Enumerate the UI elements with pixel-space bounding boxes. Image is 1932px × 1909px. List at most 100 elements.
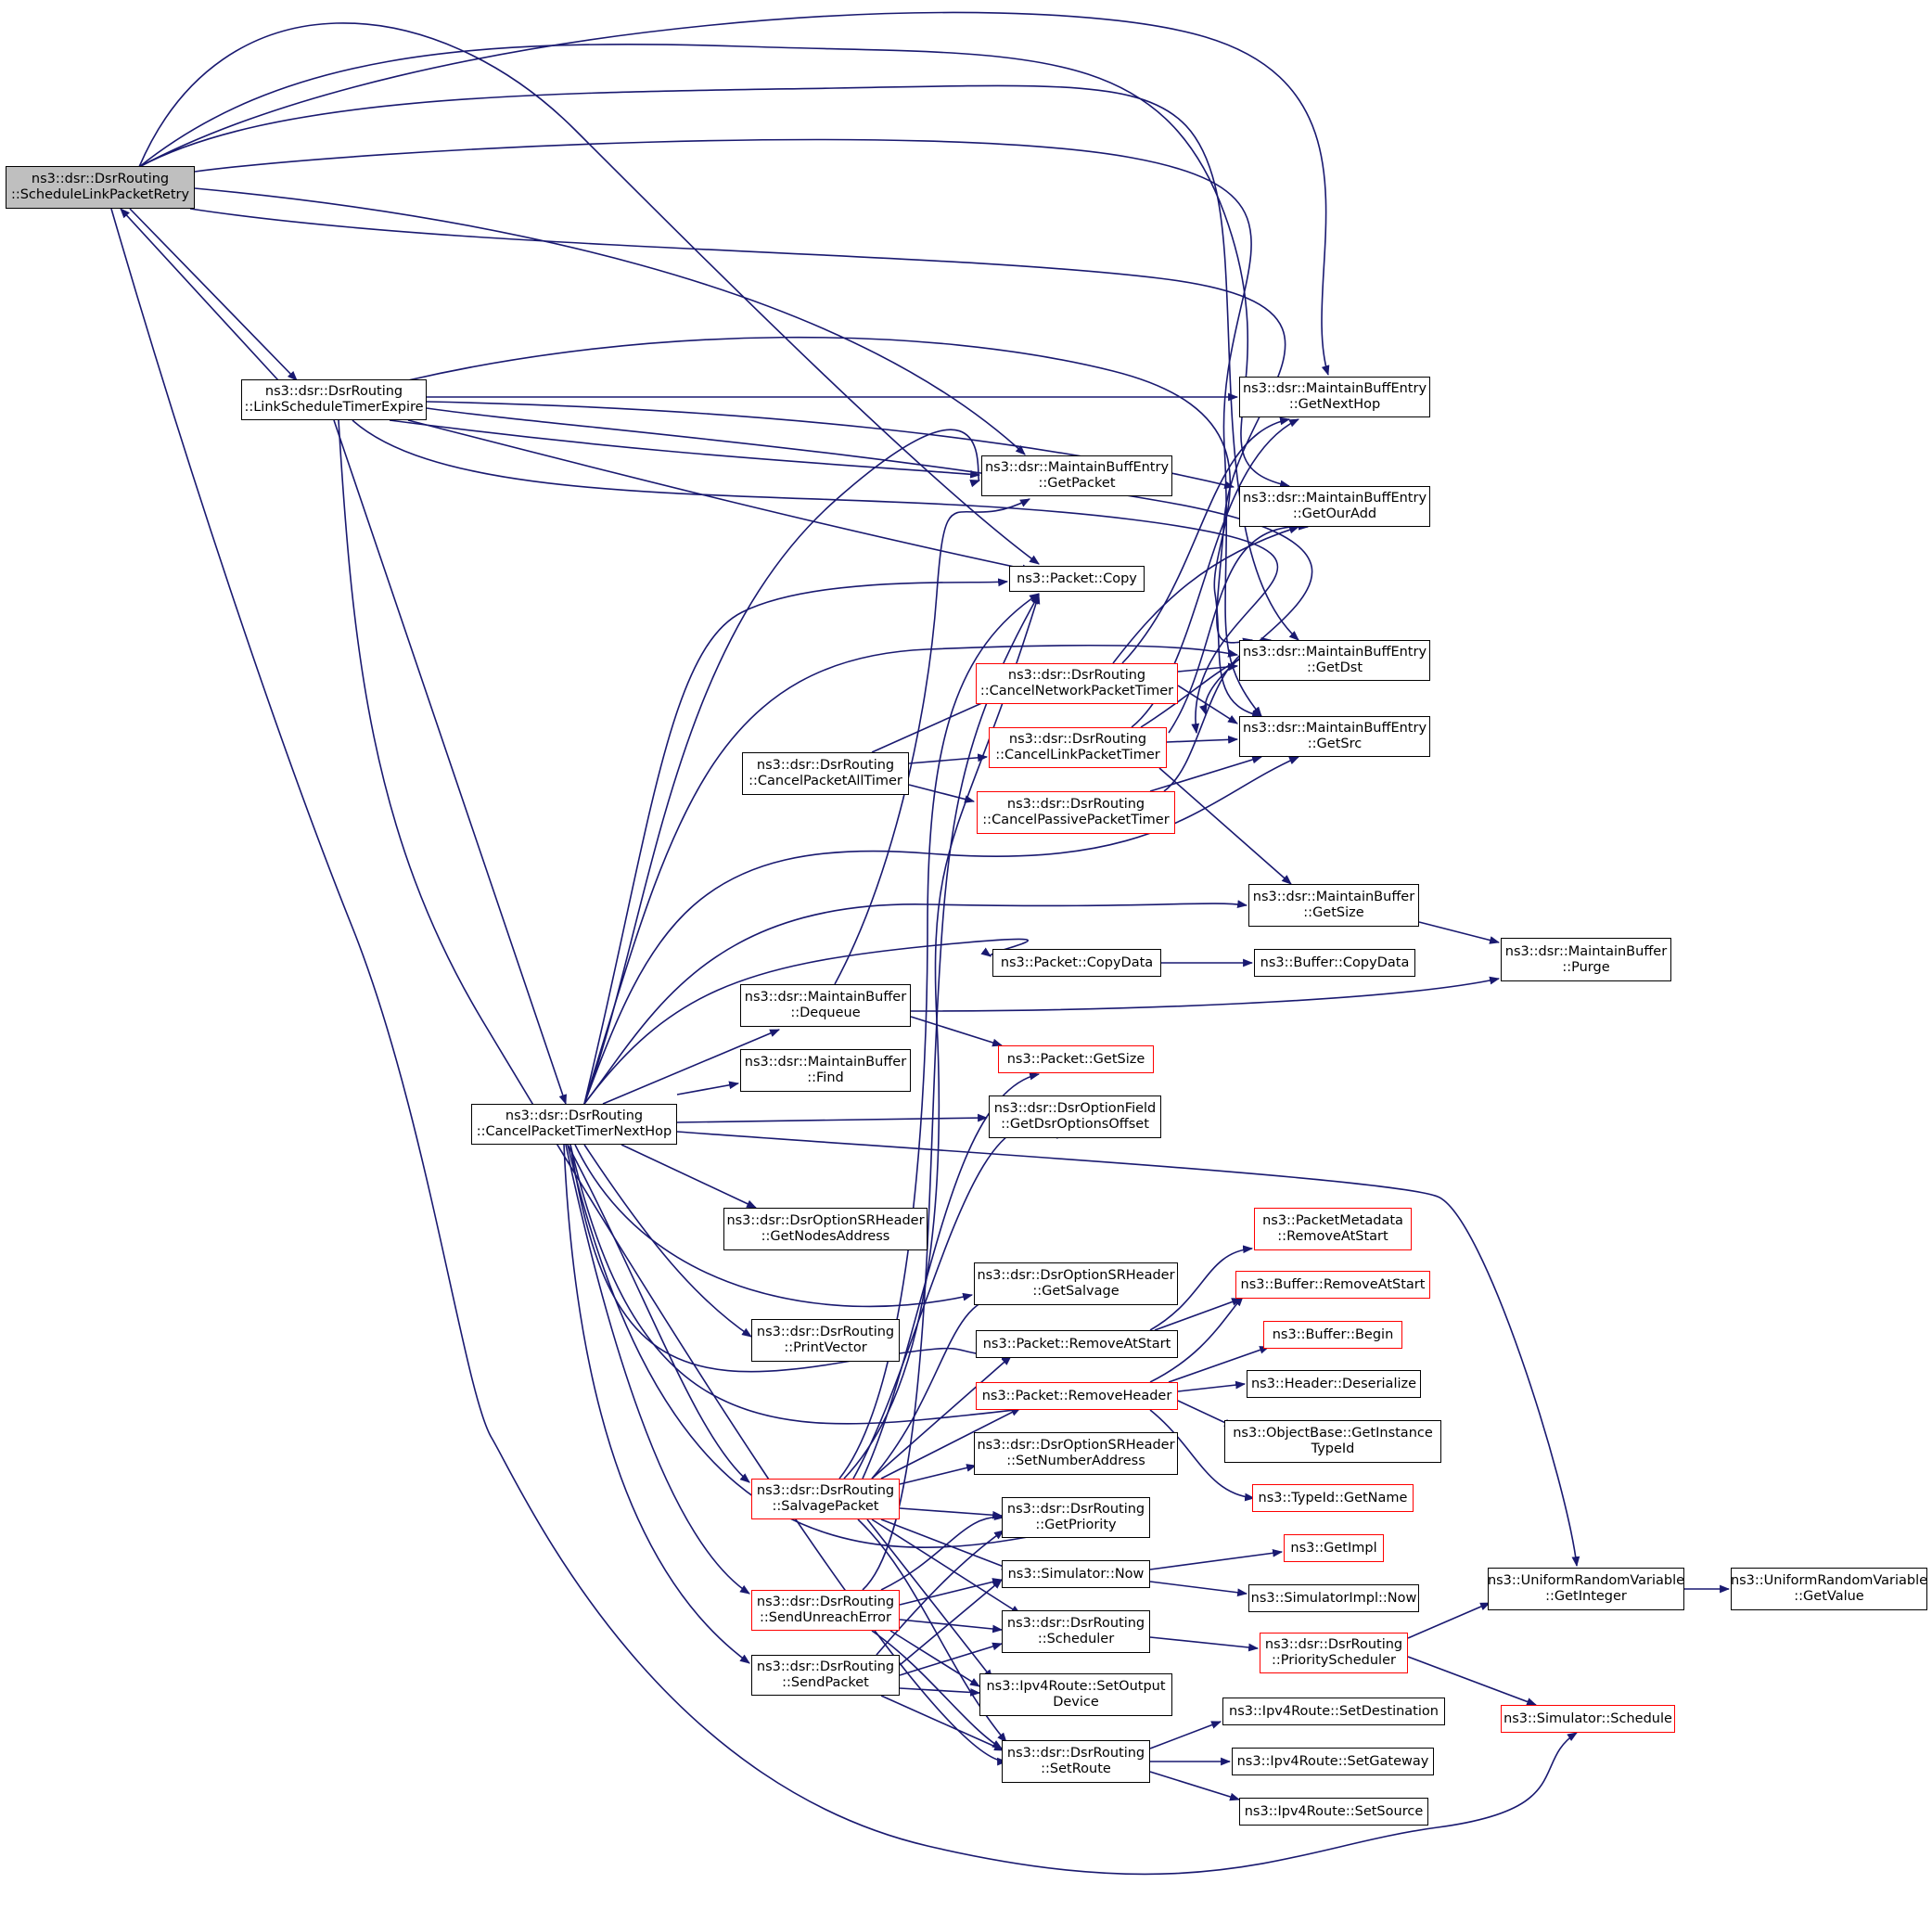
call-edge bbox=[899, 1507, 1004, 1519]
call-edge bbox=[110, 208, 1578, 1876]
node-print-vector[interactable]: ns3::dsr::DsrRouting::PrintVector bbox=[751, 1319, 900, 1362]
node-get-next-hop[interactable]: ns3::dsr::MaintainBuffEntry::GetNextHop bbox=[1239, 377, 1430, 417]
call-edge bbox=[889, 1630, 980, 1687]
node-line-1: ns3::Packet::RemoveHeader bbox=[981, 1388, 1172, 1403]
node-scheduler[interactable]: ns3::dsr::DsrRouting::Scheduler bbox=[1002, 1610, 1150, 1653]
node-packet-copy-data[interactable]: ns3::Packet::CopyData bbox=[992, 949, 1161, 977]
node-line-1: ns3::dsr::MaintainBuffer bbox=[744, 1055, 907, 1070]
node-line-1: ns3::Ipv4Route::SetOutput bbox=[986, 1679, 1166, 1694]
node-get-dst[interactable]: ns3::dsr::MaintainBuffEntry::GetDst bbox=[1239, 640, 1430, 681]
node-get-salvage[interactable]: ns3::dsr::DsrOptionSRHeader::GetSalvage bbox=[974, 1262, 1178, 1305]
call-edge bbox=[1112, 525, 1300, 664]
node-packet-copy[interactable]: ns3::Packet::Copy bbox=[1009, 566, 1145, 592]
node-get-dsr-options-offset[interactable]: ns3::dsr::DsrOptionField::GetDsrOptionsO… bbox=[989, 1095, 1161, 1138]
node-cancel-packet-all-timer[interactable]: ns3::dsr::DsrRouting::CancelPacketAllTim… bbox=[742, 752, 909, 795]
node-line-2: ::GetDsrOptionsOffset bbox=[1001, 1117, 1149, 1132]
node-buffer-copy-data[interactable]: ns3::Buffer::CopyData bbox=[1254, 949, 1415, 977]
node-line-1: ns3::dsr::DsrRouting bbox=[756, 1325, 895, 1339]
node-line-2: ::SalvagePacket bbox=[772, 1499, 879, 1514]
call-edge bbox=[880, 1695, 1005, 1751]
node-buffer-begin[interactable]: ns3::Buffer::Begin bbox=[1263, 1321, 1402, 1349]
call-edge bbox=[1149, 1581, 1248, 1597]
node-line-2: ::Purge bbox=[1562, 959, 1610, 975]
node-cancel-network-packet-timer[interactable]: ns3::dsr::DsrRouting::CancelNetworkPacke… bbox=[976, 663, 1178, 704]
node-link-schedule-timer-expire[interactable]: ns3::dsr::DsrRouting::LinkScheduleTimerE… bbox=[241, 379, 427, 420]
node-maintain-buffer-find[interactable]: ns3::dsr::MaintainBuffer::Find bbox=[740, 1049, 911, 1092]
node-line-2: ::GetNodesAddress bbox=[761, 1229, 890, 1244]
call-edges bbox=[110, 11, 1731, 1876]
node-buffer-remove-at-start[interactable]: ns3::Buffer::RemoveAtStart bbox=[1235, 1271, 1430, 1299]
node-maintain-buffer-get-size[interactable]: ns3::dsr::MaintainBuffer::GetSize bbox=[1248, 884, 1419, 927]
call-edge bbox=[1149, 1245, 1254, 1331]
node-line-2: ::SetNumberAddress bbox=[1006, 1454, 1145, 1468]
node-packet-get-size[interactable]: ns3::Packet::GetSize bbox=[998, 1045, 1154, 1073]
node-packet-remove-header[interactable]: ns3::Packet::RemoveHeader bbox=[976, 1382, 1178, 1410]
call-edge bbox=[910, 976, 1501, 1012]
node-simulator-impl-now[interactable]: ns3::SimulatorImpl::Now bbox=[1248, 1584, 1419, 1612]
call-edge bbox=[194, 187, 1026, 455]
node-line-1: ns3::dsr::DsrRouting bbox=[505, 1108, 644, 1123]
node-get-our-add[interactable]: ns3::dsr::MaintainBuffEntry::GetOurAdd bbox=[1239, 486, 1430, 527]
call-edge bbox=[862, 594, 1040, 1591]
call-edge bbox=[563, 1144, 750, 1664]
call-edge bbox=[407, 336, 1263, 719]
call-edge bbox=[189, 208, 1286, 647]
node-line-2: ::GetOurAdd bbox=[1292, 506, 1377, 521]
node-send-unreach-error[interactable]: ns3::dsr::DsrRouting::SendUnreachError bbox=[751, 1590, 900, 1631]
call-edge bbox=[899, 1687, 981, 1697]
node-type-id-get-name[interactable]: ns3::TypeId::GetName bbox=[1252, 1484, 1414, 1512]
node-set-route[interactable]: ns3::dsr::DsrRouting::SetRoute bbox=[1002, 1740, 1150, 1783]
call-edge bbox=[876, 1530, 1004, 1656]
call-edge bbox=[583, 644, 1239, 1105]
call-edge bbox=[138, 22, 1040, 565]
node-simulator-schedule[interactable]: ns3::Simulator::Schedule bbox=[1501, 1705, 1675, 1733]
call-edge bbox=[1154, 1298, 1243, 1331]
node-maintain-buffer-dequeue[interactable]: ns3::dsr::MaintainBuffer::Dequeue bbox=[740, 984, 911, 1027]
node-set-destination[interactable]: ns3::Ipv4Route::SetDestination bbox=[1222, 1698, 1445, 1725]
node-header-deserialize[interactable]: ns3::Header::Deserialize bbox=[1247, 1370, 1421, 1398]
call-edge bbox=[407, 419, 1033, 573]
node-line-1: ns3::Simulator::Now bbox=[1007, 1566, 1145, 1582]
node-line-1: ns3::dsr::MaintainBuffer bbox=[744, 990, 907, 1005]
node-get-src[interactable]: ns3::dsr::MaintainBuffEntry::GetSrc bbox=[1239, 716, 1430, 757]
node-line-1: ns3::dsr::DsrRouting bbox=[756, 1659, 895, 1674]
node-get-priority[interactable]: ns3::dsr::DsrRouting::GetPriority bbox=[1002, 1497, 1150, 1538]
node-packet-remove-at-start[interactable]: ns3::Packet::RemoveAtStart bbox=[976, 1330, 1178, 1358]
call-edge bbox=[1149, 1771, 1241, 1801]
node-get-packet[interactable]: ns3::dsr::MaintainBuffEntry::GetPacket bbox=[981, 455, 1172, 496]
node-line-2: ::Find bbox=[807, 1070, 844, 1085]
node-get-impl[interactable]: ns3::GetImpl bbox=[1284, 1534, 1384, 1562]
node-packet-metadata-remove-at-start[interactable]: ns3::PacketMetadata::RemoveAtStart bbox=[1254, 1208, 1412, 1250]
node-priority-scheduler[interactable]: ns3::dsr::DsrRouting::PriorityScheduler bbox=[1260, 1633, 1408, 1673]
node-send-packet[interactable]: ns3::dsr::DsrRouting::SendPacket bbox=[751, 1655, 900, 1696]
node-set-gateway[interactable]: ns3::Ipv4Route::SetGateway bbox=[1232, 1748, 1434, 1775]
call-edge bbox=[138, 84, 1299, 641]
node-maintain-buffer-purge[interactable]: ns3::dsr::MaintainBuffer::Purge bbox=[1501, 938, 1671, 981]
node-cancel-packet-timer-next-hop[interactable]: ns3::dsr::DsrRouting::CancelPacketTimerN… bbox=[471, 1104, 677, 1145]
node-line-2: ::CancelPacketTimerNextHop bbox=[476, 1124, 672, 1139]
call-edge bbox=[333, 419, 567, 1106]
node-line-1: ns3::dsr::DsrRouting bbox=[1006, 1746, 1145, 1761]
node-line-2: ::CancelPacketAllTimer bbox=[748, 774, 902, 788]
node-salvage-packet[interactable]: ns3::dsr::DsrRouting::SalvagePacket bbox=[751, 1479, 900, 1519]
node-set-number-address[interactable]: ns3::dsr::DsrOptionSRHeader::SetNumberAd… bbox=[974, 1432, 1178, 1475]
node-line-1: ns3::dsr::DsrRouting bbox=[1006, 797, 1145, 812]
node-cancel-passive-packet-timer[interactable]: ns3::dsr::DsrRouting::CancelPassivePacke… bbox=[977, 791, 1175, 834]
node-line-1: ns3::dsr::DsrOptionSRHeader bbox=[977, 1268, 1175, 1283]
call-edge bbox=[1166, 735, 1239, 744]
call-edge bbox=[583, 900, 1248, 1105]
node-line-1: ns3::TypeId::GetName bbox=[1258, 1490, 1408, 1505]
node-line-1: ns3::Packet::Copy bbox=[1017, 570, 1137, 586]
node-uniform-random-get-integer[interactable]: ns3::UniformRandomVariable::GetInteger bbox=[1488, 1568, 1684, 1610]
node-uniform-random-get-value[interactable]: ns3::UniformRandomVariable::GetValue bbox=[1731, 1568, 1927, 1610]
node-simulator-now[interactable]: ns3::Simulator::Now bbox=[1002, 1560, 1150, 1588]
node-line-1: ns3::dsr::MaintainBuffEntry bbox=[1242, 721, 1427, 736]
node-cancel-link-packet-timer[interactable]: ns3::dsr::DsrRouting::CancelLinkPacketTi… bbox=[989, 727, 1167, 768]
call-edge bbox=[352, 419, 1279, 735]
call-edge bbox=[880, 1512, 1005, 1591]
call-edge bbox=[1177, 685, 1238, 724]
node-get-nodes-address[interactable]: ns3::dsr::DsrOptionSRHeader::GetNodesAdd… bbox=[723, 1208, 928, 1250]
node-set-source[interactable]: ns3::Ipv4Route::SetSource bbox=[1239, 1798, 1428, 1826]
